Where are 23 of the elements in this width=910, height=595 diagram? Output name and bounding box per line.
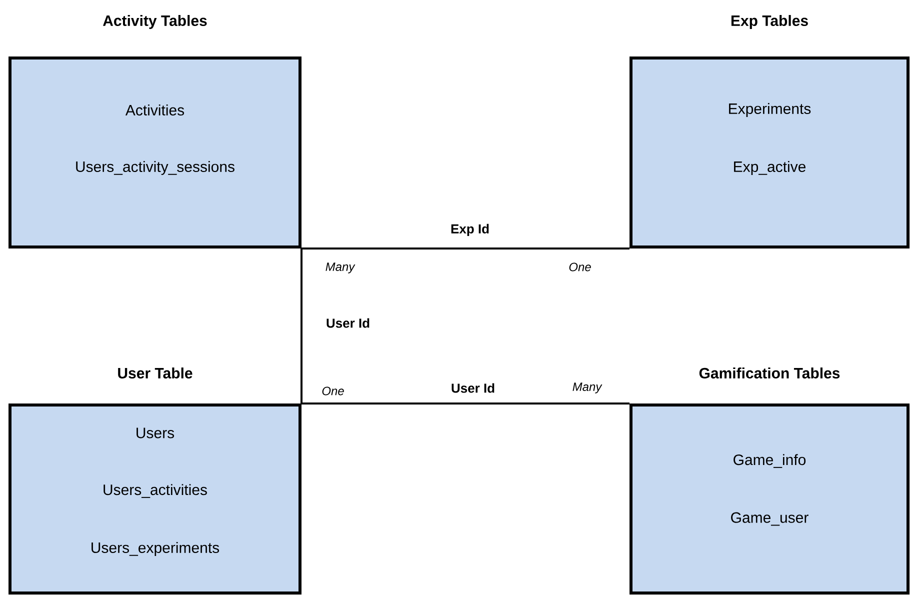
table-name: Game_info — [734, 454, 806, 468]
table-name: Users_activity_sessions — [76, 161, 234, 175]
cardinality-label: Many — [572, 382, 602, 394]
connector-line — [300, 248, 302, 404]
edge-label: User Id — [450, 382, 496, 394]
group-heading: Activity Tables — [103, 15, 207, 29]
edge-label: Exp Id — [450, 222, 490, 238]
connector-line — [302, 248, 630, 250]
table-name: Exp_active — [734, 161, 806, 175]
group-heading: Gamification Tables — [699, 368, 840, 378]
group-heading: User Table — [118, 368, 192, 378]
table-name: Game_user — [731, 512, 808, 526]
table-name: Users_activities — [104, 484, 207, 498]
table-name: Activities — [125, 104, 184, 116]
cardinality-label: One — [322, 386, 344, 396]
edge-label: User Id — [324, 317, 372, 329]
table-name: Users — [136, 428, 174, 438]
group-heading: Exp Tables — [731, 15, 808, 29]
table-name: Experiments — [729, 103, 811, 117]
cardinality-label: One — [569, 262, 591, 272]
table-name: Users_experiments — [92, 542, 220, 556]
connector-line — [302, 402, 630, 404]
cardinality-label: Many — [326, 262, 356, 274]
